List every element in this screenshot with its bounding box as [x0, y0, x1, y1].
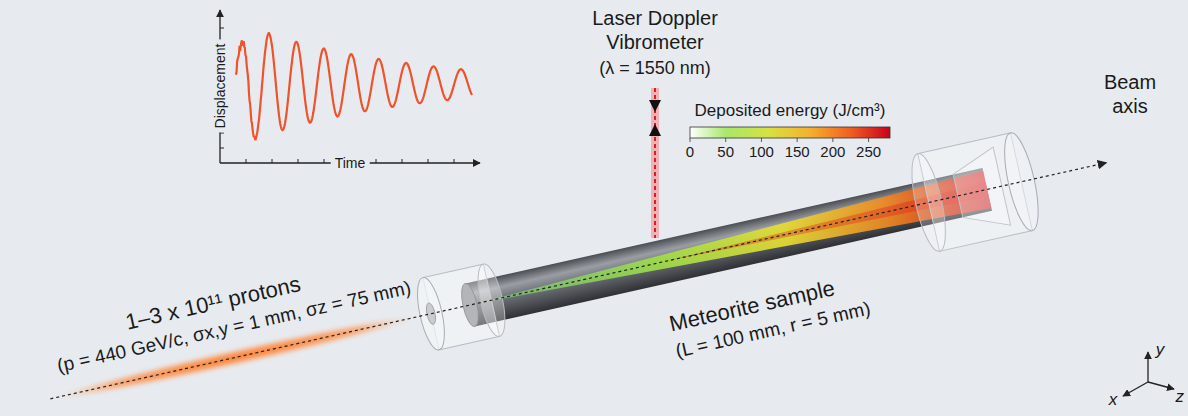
- illustration-part: [998, 130, 1045, 233]
- coordinate-axes: [1123, 352, 1174, 396]
- colorbar-tick: 250: [856, 143, 881, 160]
- colorbar: [690, 127, 890, 138]
- tick-mark: [220, 133, 224, 134]
- beam-axis-label: Beam: [1104, 71, 1156, 94]
- beam-frame: [39, 114, 1117, 416]
- instrument-name: Vibrometer: [606, 31, 703, 54]
- tick-mark: [324, 159, 325, 163]
- tick-mark: [725, 138, 726, 142]
- colorbar-ticks: [690, 138, 869, 142]
- tick-mark: [402, 159, 403, 163]
- tick-mark: [797, 138, 798, 142]
- axis-name: x: [1109, 390, 1118, 410]
- tick-mark: [220, 148, 224, 149]
- colorbar-tick: 50: [717, 143, 734, 160]
- tick-mark: [454, 159, 455, 163]
- laser-beam: [649, 88, 661, 238]
- ticks: [220, 28, 454, 163]
- illustration-part: [1123, 382, 1148, 396]
- illustration-part: [1148, 382, 1174, 389]
- tick-mark: [246, 159, 247, 163]
- tick-mark: [690, 138, 691, 142]
- beam-axis-label: axis: [1112, 95, 1148, 118]
- tick-mark: [868, 138, 869, 142]
- beam-axis: [50, 163, 1106, 399]
- axis-name: z: [1176, 387, 1185, 407]
- tick-mark: [220, 28, 224, 29]
- illustration-part: [649, 100, 661, 112]
- tick-mark: [376, 159, 377, 163]
- tick-mark: [428, 159, 429, 163]
- tick-mark: [832, 138, 833, 142]
- displacement-curve: [236, 33, 472, 140]
- axis-label: Time: [331, 155, 370, 171]
- illustration-part: [412, 275, 450, 352]
- colorbar-tick: 200: [820, 143, 845, 160]
- tick-mark: [298, 159, 299, 163]
- tick-mark: [272, 159, 273, 163]
- colorbar-tick: 0: [686, 143, 694, 160]
- colorbar-tick: 150: [785, 143, 810, 160]
- inset-plot: [220, 10, 480, 163]
- axis-label: Displacement: [212, 40, 228, 133]
- illustration-part: [425, 302, 438, 325]
- colorbar-tick: 100: [749, 143, 774, 160]
- colorbar-title: Deposited energy (J/cm³): [695, 101, 886, 121]
- illustration-part: [949, 147, 1010, 235]
- wavelength-label: (λ = 1550 nm): [599, 58, 711, 79]
- signal-trace: [236, 33, 472, 140]
- tick-mark: [761, 138, 762, 142]
- illustration-part: [1147, 352, 1148, 382]
- right-holder: [905, 130, 1045, 254]
- instrument-name: Laser Doppler: [592, 7, 718, 30]
- illustration-part: [649, 124, 661, 136]
- axis-name: y: [1156, 340, 1165, 360]
